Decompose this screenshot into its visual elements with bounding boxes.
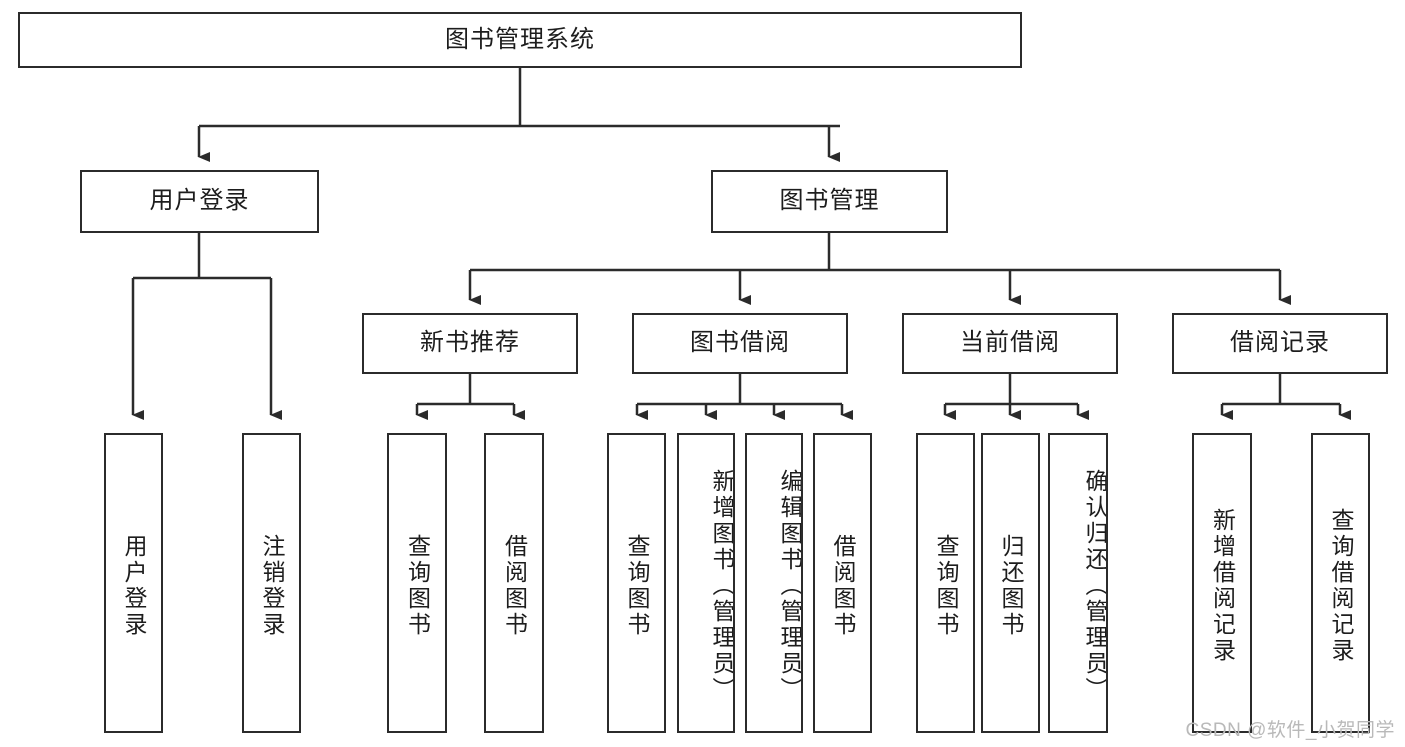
leaf-query-borrow-record[interactable]: 查询借阅记录 xyxy=(1311,433,1370,733)
node-label: 新增图书（管理员） xyxy=(709,469,735,703)
leaf-edit-book[interactable]: 编辑图书（管理员） xyxy=(745,433,803,733)
node-current-borrow[interactable]: 当前借阅 xyxy=(902,313,1118,374)
node-label: 查询图书 xyxy=(933,534,959,638)
node-label: 图书借阅 xyxy=(690,329,790,357)
node-label: 当前借阅 xyxy=(960,329,1060,357)
node-new-book-recommend[interactable]: 新书推荐 xyxy=(362,313,578,374)
node-label: 查询图书 xyxy=(624,534,650,638)
leaf-confirm-return[interactable]: 确认归还（管理员） xyxy=(1048,433,1108,733)
node-label: 查询借阅记录 xyxy=(1328,508,1354,664)
node-label: 借阅图书 xyxy=(830,534,856,638)
node-book-management-system[interactable]: 图书管理系统 xyxy=(18,12,1022,68)
node-label: 新增借阅记录 xyxy=(1209,508,1236,664)
node-book-borrow[interactable]: 图书借阅 xyxy=(632,313,848,374)
leaf-query-book-current[interactable]: 查询图书 xyxy=(916,433,975,733)
leaf-query-book-borrow[interactable]: 查询图书 xyxy=(607,433,666,733)
node-label: 借阅记录 xyxy=(1230,329,1330,357)
leaf-borrow-book-recommend[interactable]: 借阅图书 xyxy=(484,433,544,733)
leaf-add-book[interactable]: 新增图书（管理员） xyxy=(677,433,735,733)
node-label: 用户登录 xyxy=(121,534,147,638)
node-label: 确认归还（管理员） xyxy=(1082,469,1108,703)
node-label: 图书管理系统 xyxy=(445,25,595,53)
node-label: 查询图书 xyxy=(404,534,431,638)
node-label: 用户登录 xyxy=(149,187,250,215)
leaf-add-borrow-record[interactable]: 新增借阅记录 xyxy=(1192,433,1252,733)
node-label: 新书推荐 xyxy=(420,329,520,357)
leaf-borrow-book[interactable]: 借阅图书 xyxy=(813,433,872,733)
watermark: CSDN @软件_小贺同学 xyxy=(1185,720,1395,741)
leaf-logout-login[interactable]: 注销登录 xyxy=(242,433,301,733)
node-borrow-record[interactable]: 借阅记录 xyxy=(1172,313,1388,374)
node-user-login[interactable]: 用户登录 xyxy=(80,170,319,233)
node-label: 借阅图书 xyxy=(501,534,528,638)
node-label: 注销登录 xyxy=(259,534,285,638)
leaf-user-login[interactable]: 用户登录 xyxy=(104,433,163,733)
node-label: 归还图书 xyxy=(998,534,1024,638)
node-label: 编辑图书（管理员） xyxy=(777,469,803,703)
leaf-return-book[interactable]: 归还图书 xyxy=(981,433,1040,733)
node-book-management[interactable]: 图书管理 xyxy=(711,170,948,233)
leaf-query-book-recommend[interactable]: 查询图书 xyxy=(387,433,447,733)
node-label: 图书管理 xyxy=(779,187,880,215)
